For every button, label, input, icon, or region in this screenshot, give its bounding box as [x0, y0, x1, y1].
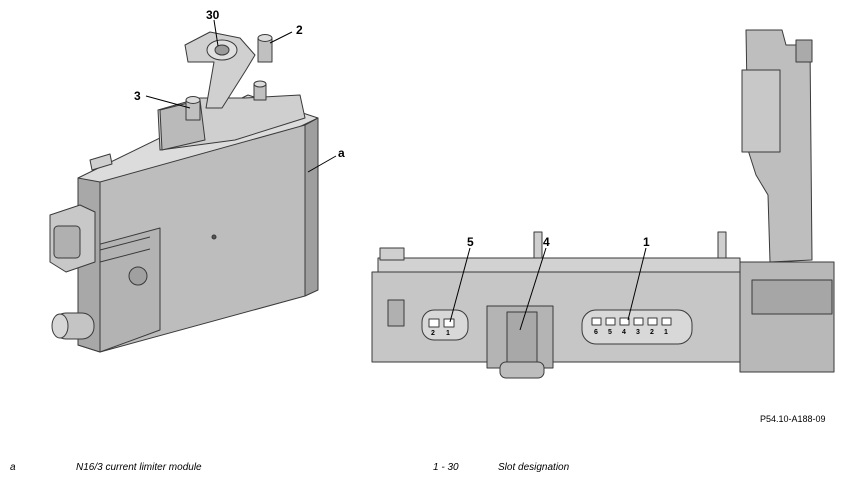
leader-line-5 — [449, 247, 471, 323]
bracket-post-top — [253, 80, 267, 88]
large-connector-slot — [619, 317, 630, 326]
leader-line-30 — [213, 19, 219, 47]
callout-5: 5 — [467, 235, 474, 249]
figure-reference: P54.10-A188-09 — [760, 414, 826, 424]
leader-line-1 — [627, 247, 647, 321]
plug-connector-face — [53, 225, 81, 259]
module-hole — [211, 234, 217, 240]
callout-2: 2 — [296, 23, 303, 37]
large-pin-label: 1 — [664, 329, 668, 336]
diagram-figure: 2 1 6 5 4 3 2 1 30 2 3 a 5 4 1 — [49, 8, 835, 379]
side-view-right-block-slot — [751, 279, 833, 315]
terminal-2-top — [257, 34, 273, 42]
small-connector-slot — [428, 318, 440, 328]
legend-text-range: Slot designation — [498, 462, 570, 473]
large-connector-slot — [591, 317, 602, 326]
large-pin-label: 5 — [608, 329, 612, 336]
large-pin-label: 2 — [650, 329, 654, 336]
leader-line-a — [307, 155, 337, 173]
side-view-left-tab — [387, 299, 405, 327]
side-view-housing-top — [377, 257, 741, 273]
large-connector-slot — [633, 317, 644, 326]
callout-30: 30 — [206, 8, 220, 22]
module-rib — [99, 248, 151, 263]
terminal-30-bolt — [214, 44, 230, 56]
large-pin-label: 3 — [636, 329, 640, 336]
callout-4: 4 — [543, 235, 550, 249]
pin-labels-large: 6 5 4 3 2 1 — [594, 329, 668, 336]
side-view-left-bracket — [379, 247, 405, 261]
side-view-pin — [533, 231, 543, 259]
pin-labels-small: 2 1 — [431, 330, 450, 337]
large-pin-label: 4 — [622, 329, 626, 336]
large-connector-slot — [647, 317, 658, 326]
callout-a: a — [338, 146, 345, 160]
legend-key-range: 1 - 30 — [433, 462, 459, 473]
leader-line-2 — [269, 31, 293, 44]
large-connector-slot — [661, 317, 672, 326]
terminal-3-top — [185, 96, 201, 104]
leader-line-3 — [145, 95, 191, 109]
round-connector-end — [51, 313, 69, 339]
legend-key-a: a — [10, 462, 16, 473]
module-tab — [89, 153, 113, 171]
terminal-30-arm — [184, 31, 256, 109]
side-view-arm-inner — [741, 69, 781, 153]
large-connector-slot — [605, 317, 616, 326]
center-pipe-end — [499, 361, 545, 379]
leader-lines — [145, 19, 647, 331]
callout-3: 3 — [134, 89, 141, 103]
legend-text-a: N16/3 current limiter module — [76, 462, 202, 473]
leader-line-4 — [519, 247, 547, 331]
side-view-right-block — [739, 261, 835, 373]
small-pin-label: 2 — [431, 330, 435, 337]
callout-1: 1 — [643, 235, 650, 249]
module-side-view — [371, 29, 835, 379]
module-boss — [128, 266, 148, 286]
module-side-face — [304, 117, 319, 297]
large-pin-label: 6 — [594, 329, 598, 336]
module-isometric-view — [49, 31, 319, 353]
side-view-pin — [717, 231, 727, 259]
side-view-arm-bolt — [795, 39, 813, 63]
small-connector-slot — [443, 318, 455, 328]
small-pin-label: 1 — [446, 330, 450, 337]
large-connector — [581, 309, 693, 345]
module-rib — [99, 236, 151, 251]
